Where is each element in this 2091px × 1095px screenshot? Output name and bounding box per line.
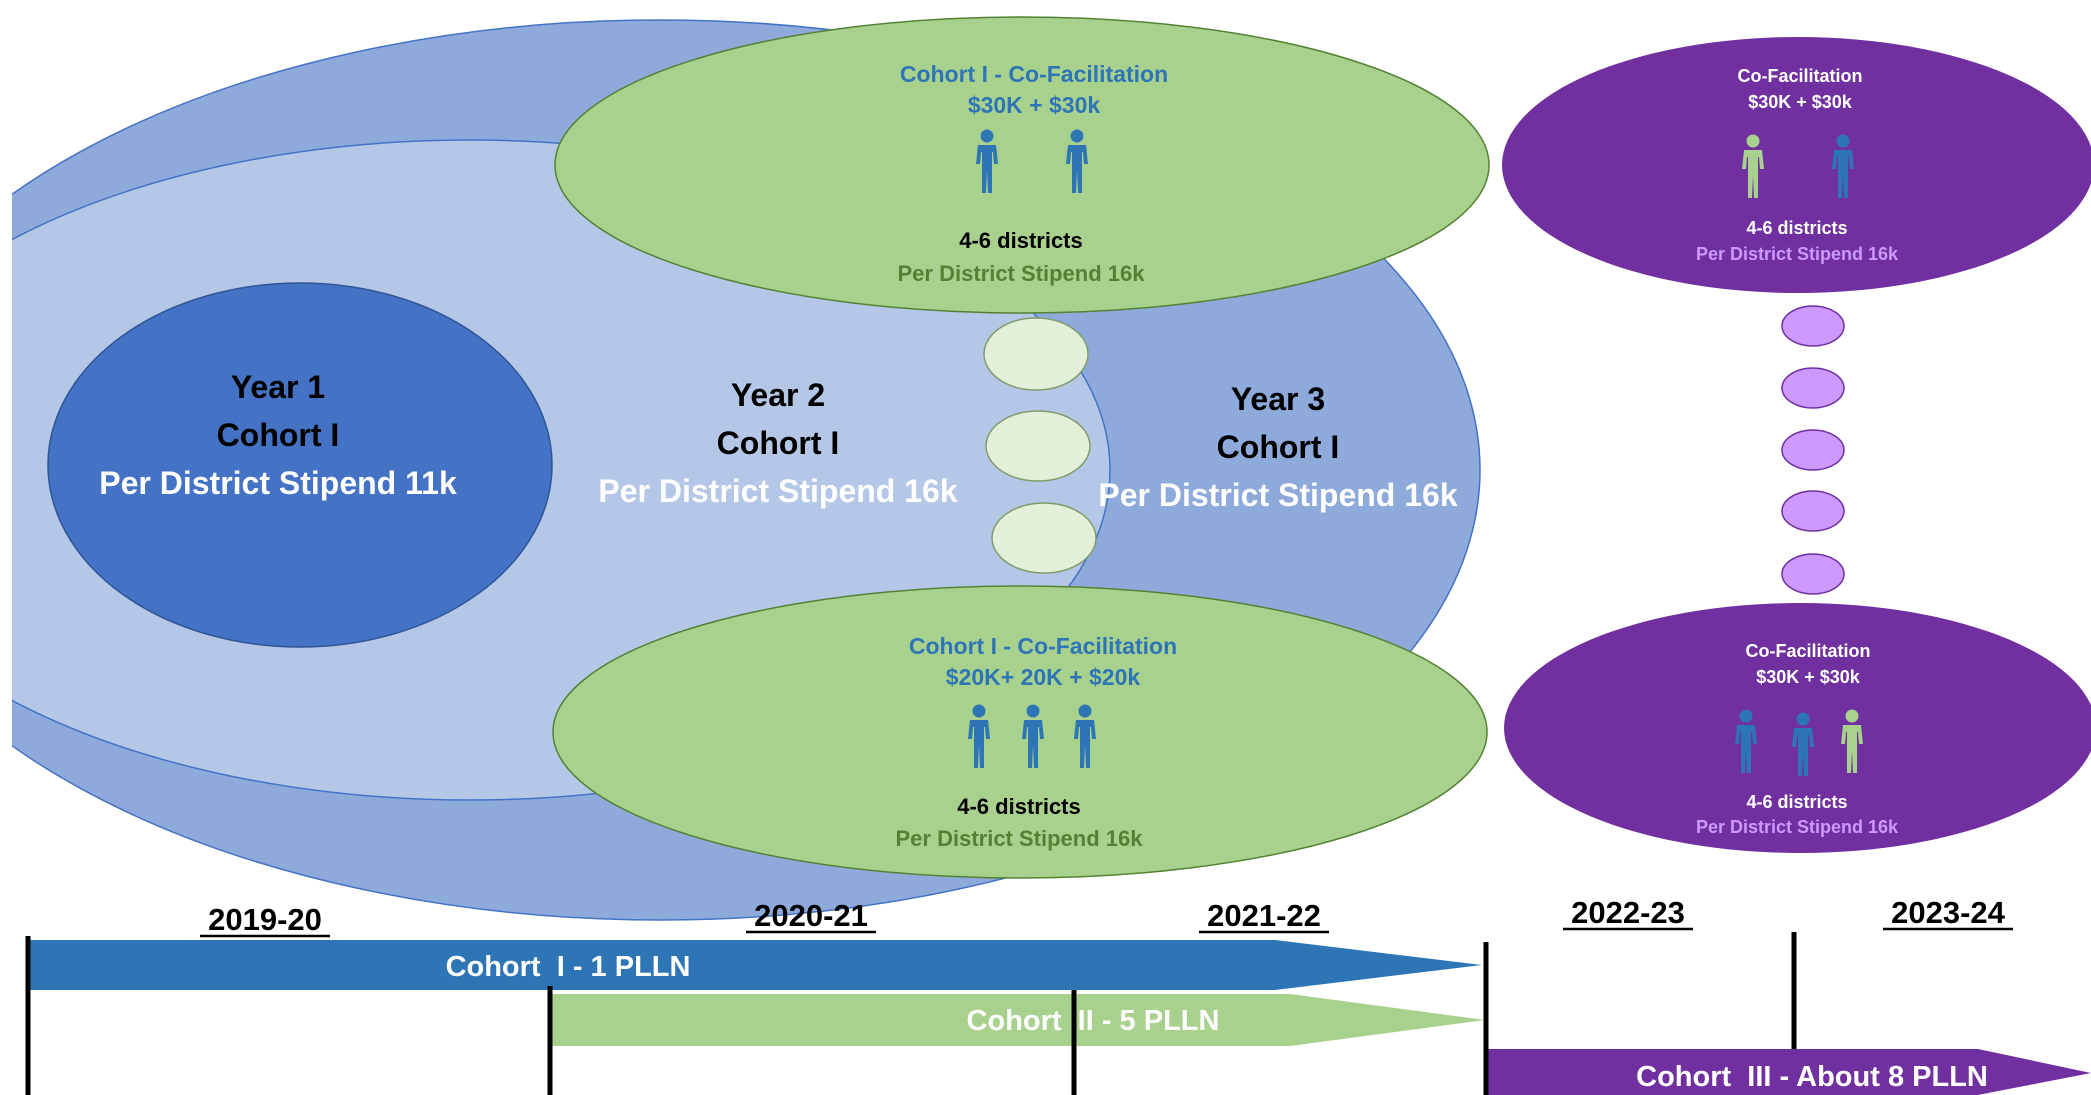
year2-title: Year 2 <box>731 377 825 413</box>
year1-title: Year 1 <box>231 369 325 405</box>
cohort-1-arrow <box>28 940 1482 990</box>
green-bottom-panel: Cohort I - Co-Facilitation $20K+ 20K + $… <box>552 585 1488 879</box>
purple-bottom-amount: $30K + $30k <box>1756 667 1861 687</box>
connector-circle <box>1781 367 1845 409</box>
year-label-2020-21: 2020-21 <box>754 898 868 933</box>
connector-circle <box>1781 490 1845 532</box>
purple-top-districts: 4-6 districts <box>1746 218 1847 238</box>
purple-top-stipend: Per District Stipend 16k <box>1696 244 1899 264</box>
green-connectors <box>983 317 1097 574</box>
purple-top-amount: $30K + $30k <box>1748 92 1853 112</box>
year-label-2023-24: 2023-24 <box>1891 895 2006 930</box>
cohort-1-label: Cohort I - 1 PLLN <box>446 951 691 983</box>
purple-top-panel: Co-Facilitation $30K + $30k 4-6 district… <box>1502 37 2091 293</box>
timeline-dividers <box>25 932 1797 1095</box>
year3-label: Year 3 Cohort I Per District Stipend 16k <box>1098 381 1457 513</box>
purple-connectors <box>1781 305 1845 595</box>
purple-bottom-districts: 4-6 districts <box>1746 792 1847 812</box>
purple-bottom-title: Co-Facilitation <box>1746 641 1871 661</box>
year-underlines <box>200 927 2013 938</box>
green-top-amount: $30K + $30k <box>968 92 1101 118</box>
cohort-arrows <box>28 940 2091 1095</box>
year3-stipend: Per District Stipend 16k <box>1098 477 1457 513</box>
connector-circle <box>1781 429 1845 471</box>
green-top-panel: Cohort I - Co-Facilitation $30K + $30k 4… <box>554 16 1490 314</box>
year1-cohort: Cohort I <box>217 417 340 453</box>
cohort-2-label: Cohort II - 5 PLLN <box>967 1005 1220 1037</box>
green-top-districts: 4-6 districts <box>959 228 1083 253</box>
green-top-stipend: Per District Stipend 16k <box>898 261 1146 286</box>
connector-circle <box>985 410 1091 482</box>
purple-top-ellipse <box>1502 37 2091 293</box>
connector-circle <box>1781 553 1845 595</box>
green-bottom-title: Cohort I - Co-Facilitation <box>909 633 1177 659</box>
green-bottom-ellipse <box>552 585 1488 879</box>
green-top-ellipse <box>554 16 1490 314</box>
cohort-2-arrow <box>550 994 1485 1046</box>
year3-cohort: Cohort I <box>1217 429 1340 465</box>
connector-circle <box>991 502 1097 574</box>
green-bottom-districts: 4-6 districts <box>957 794 1081 819</box>
year1-label: Year 1 Cohort I Per District Stipend 11k <box>99 369 457 501</box>
year1-stipend: Per District Stipend 11k <box>99 465 457 501</box>
year-label-2022-23: 2022-23 <box>1571 895 1685 930</box>
green-bottom-stipend: Per District Stipend 16k <box>896 826 1144 851</box>
cohort-3-arrow <box>1488 1049 2091 1095</box>
purple-top-title: Co-Facilitation <box>1738 66 1863 86</box>
connector-circle <box>983 317 1089 391</box>
year-label-2019-20: 2019-20 <box>208 902 322 937</box>
year2-cohort: Cohort I <box>717 425 840 461</box>
green-top-title: Cohort I - Co-Facilitation <box>900 61 1168 87</box>
year2-label: Year 2 Cohort I Per District Stipend 16k <box>598 377 957 509</box>
year1-ellipse <box>47 282 553 648</box>
cohort-3-label: Cohort III - About 8 PLLN <box>1636 1061 1988 1093</box>
year2-stipend: Per District Stipend 16k <box>598 473 957 509</box>
year3-title: Year 3 <box>1231 381 1325 417</box>
year-label-2021-22: 2021-22 <box>1207 898 1321 933</box>
purple-bottom-panel: Co-Facilitation $30K + $30k 4-6 district… <box>1504 603 2091 853</box>
connector-circle <box>1781 305 1845 347</box>
purple-bottom-stipend: Per District Stipend 16k <box>1696 817 1899 837</box>
timeline-years: 2019-20 2020-21 2021-22 2022-23 2023-24 <box>208 895 2006 937</box>
green-bottom-amount: $20K+ 20K + $20k <box>946 664 1141 690</box>
